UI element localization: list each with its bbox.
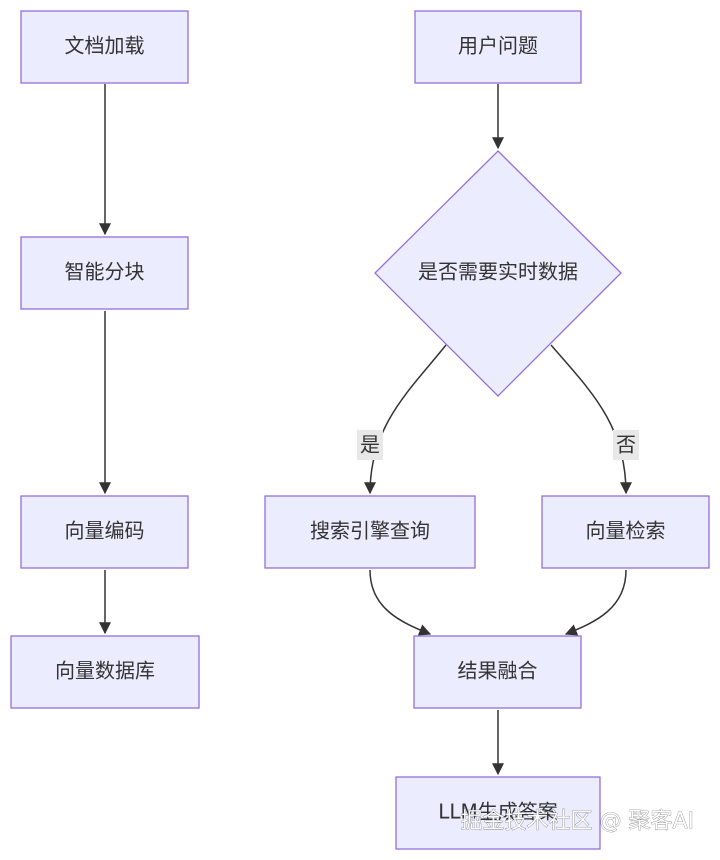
node-vector-encode-label: 向量编码 <box>65 519 145 543</box>
edge-label-no: 否 <box>613 430 639 460</box>
node-vector-db-label: 向量数据库 <box>55 659 155 683</box>
node-doc-load: 文档加载 <box>20 10 189 84</box>
node-need-realtime-decision: 是否需要实时数据 <box>374 150 622 397</box>
edge-label-yes: 是 <box>357 430 383 460</box>
node-user-question: 用户问题 <box>414 10 582 84</box>
node-search-engine-label: 搜索引擎查询 <box>310 519 430 543</box>
node-result-merge-label: 结果融合 <box>458 659 538 683</box>
edge-decision-to-search-engine <box>364 344 447 495</box>
edge-search-engine-to-result-merge <box>369 569 432 636</box>
node-result-merge: 结果融合 <box>413 635 582 709</box>
node-vector-search: 向量检索 <box>541 495 710 569</box>
node-smart-chunk: 智能分块 <box>20 236 189 310</box>
edge-vector-search-to-result-merge <box>564 569 627 636</box>
node-llm-answer-label: LLM生成答案 <box>438 800 558 824</box>
node-user-question-label: 用户问题 <box>458 34 538 58</box>
node-doc-load-label: 文档加载 <box>65 34 145 58</box>
edge-label-no-text: 否 <box>616 433 636 457</box>
node-need-realtime-label: 是否需要实时数据 <box>418 260 578 284</box>
node-vector-search-label: 向量检索 <box>586 519 666 543</box>
watermark-text: 掘金技术社区 @ 聚客AI <box>460 809 694 834</box>
edge-decision-to-vector-search <box>550 344 632 495</box>
node-vector-db: 向量数据库 <box>10 635 200 709</box>
node-smart-chunk-label: 智能分块 <box>65 260 145 284</box>
node-vector-encode: 向量编码 <box>20 495 189 569</box>
node-search-engine: 搜索引擎查询 <box>264 495 476 569</box>
node-llm-answer: LLM生成答案 <box>395 776 601 850</box>
edge-label-yes-text: 是 <box>360 433 380 457</box>
